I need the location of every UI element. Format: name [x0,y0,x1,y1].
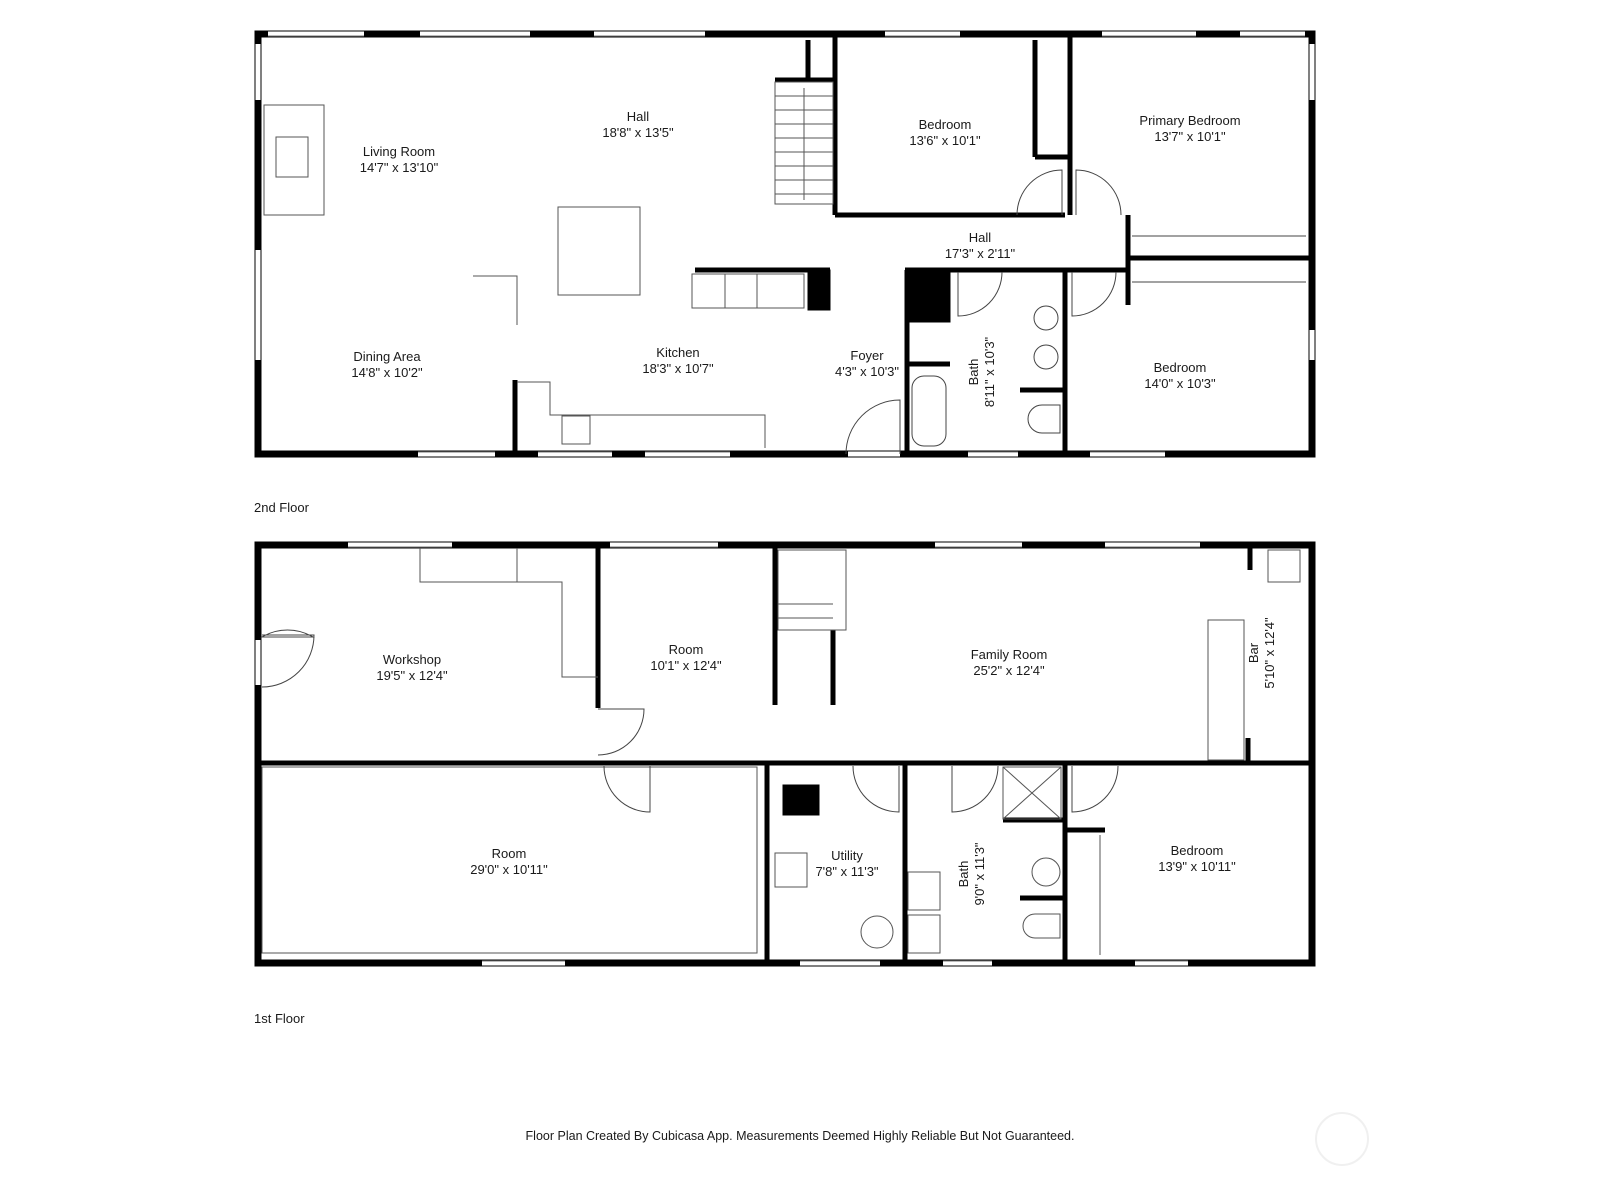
floor-label-2nd: 2nd Floor [254,500,309,515]
watermark-logo-icon [1315,1112,1369,1166]
second-floor-plan [254,30,1316,458]
disclaimer-footer: Floor Plan Created By Cubicasa App. Meas… [525,1129,1075,1143]
floor-label-1st: 1st Floor [254,1011,305,1026]
first-floor-plan [254,541,1316,967]
